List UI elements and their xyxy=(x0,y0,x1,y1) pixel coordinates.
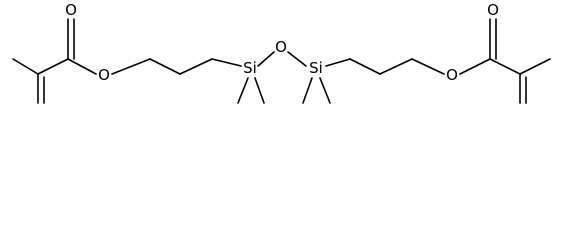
bond xyxy=(149,58,181,75)
atom-label-bridge-oxygen: O xyxy=(275,38,287,56)
bond xyxy=(37,58,69,75)
bond xyxy=(319,77,331,104)
bond xyxy=(489,58,521,75)
bond xyxy=(257,51,275,67)
atom-label-ester-oxygen-right: O xyxy=(446,66,458,84)
bond xyxy=(349,58,381,75)
atom-label-silicon-left: Si xyxy=(243,59,257,77)
bond xyxy=(287,51,307,67)
bond xyxy=(179,58,213,75)
structure-diagram: O O Si O Si O O xyxy=(0,0,563,112)
bond xyxy=(519,58,551,75)
atom-label-carbonyl-oxygen-right: O xyxy=(487,1,499,19)
bond xyxy=(254,77,265,104)
bond xyxy=(12,58,39,75)
bond xyxy=(211,58,242,67)
atom-label-ester-oxygen-left: O xyxy=(98,66,110,84)
bond xyxy=(302,77,313,104)
bond xyxy=(237,77,249,104)
bond xyxy=(111,58,151,75)
bond xyxy=(379,58,413,75)
molecule-drawing: O O Si O Si O O xyxy=(12,1,551,104)
bond xyxy=(459,58,491,75)
bond xyxy=(411,58,445,75)
bond xyxy=(325,58,351,67)
bond xyxy=(67,58,97,75)
atom-label-silicon-right: Si xyxy=(309,59,323,77)
atom-label-carbonyl-oxygen-left: O xyxy=(65,1,77,19)
